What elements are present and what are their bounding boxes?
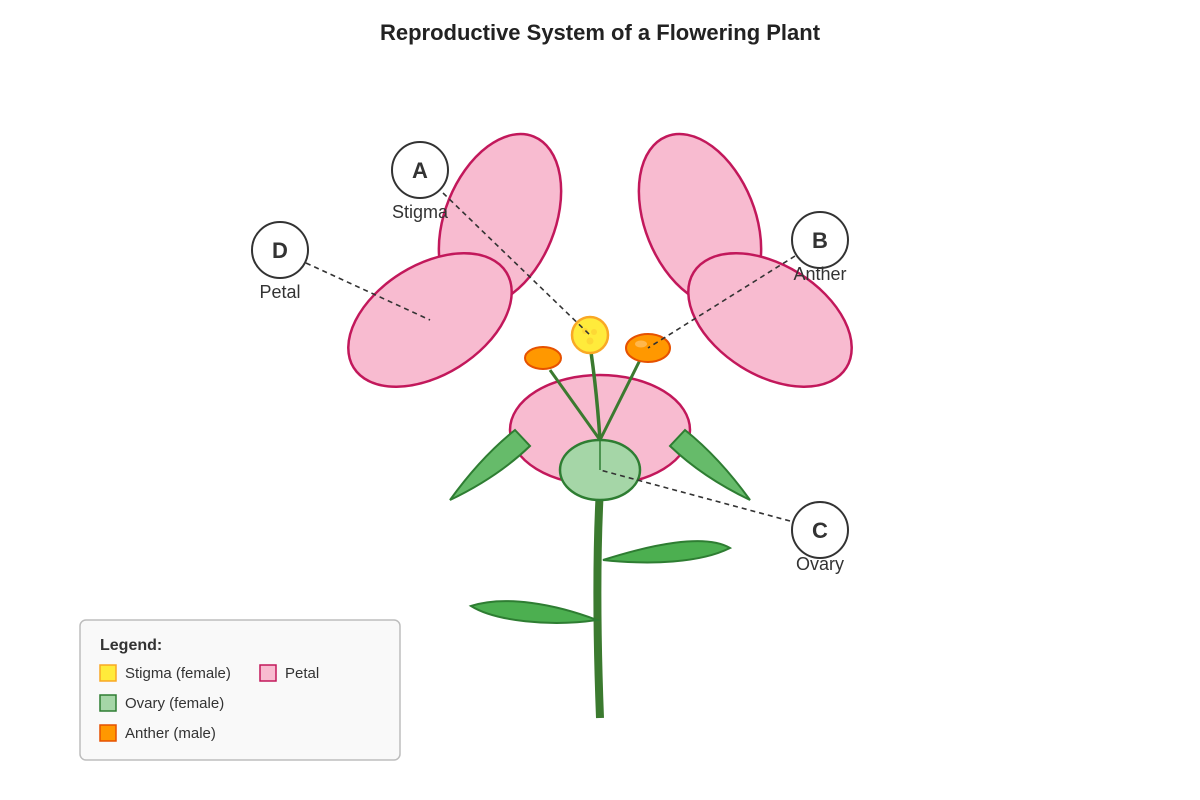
stem	[593, 487, 604, 719]
stigma-texture-dot	[586, 337, 594, 345]
filament-left	[548, 369, 602, 441]
sepal-right	[668, 428, 751, 501]
filament-right	[598, 359, 642, 441]
anther-left	[524, 346, 562, 370]
callout-c-circle	[791, 501, 849, 559]
stigma-texture-dot	[591, 329, 597, 335]
legend-label-stigma: Stigma (female)	[125, 665, 231, 682]
diagram-title: Reproductive System of a Flowering Plant	[380, 20, 821, 45]
stem-leaf-left	[468, 600, 601, 624]
callout-b-circle	[791, 211, 849, 269]
petal-right	[687, 252, 853, 388]
legend-item-stigma: Stigma (female)	[99, 664, 231, 682]
sepal-left	[449, 428, 532, 501]
legend-label-anther: Anther (male)	[125, 725, 216, 742]
callout-a: A Stigma	[391, 141, 449, 222]
callout-b-name: Anther	[793, 264, 846, 284]
callout-d-circle	[251, 221, 309, 279]
leader-line-b	[647, 255, 796, 349]
callout-a-letter: A	[412, 158, 428, 183]
callout-a-circle	[391, 141, 449, 199]
stigma	[570, 315, 610, 355]
legend-swatch-anther	[99, 724, 117, 742]
callout-c-letter: C	[812, 518, 828, 543]
legend-item-petal: Petal	[259, 664, 319, 682]
legend-title: Legend:	[100, 637, 162, 654]
anther-highlight	[635, 340, 647, 348]
legend-label-petal: Petal	[285, 665, 319, 682]
leader-line-c	[599, 469, 791, 522]
leader-line-a	[442, 192, 591, 336]
callout-d: D Petal	[251, 221, 309, 302]
leader-line-d	[305, 262, 431, 321]
legend-item-anther: Anther (male)	[99, 724, 216, 742]
legend-swatch-stigma	[99, 664, 117, 682]
legend-swatch-ovary	[99, 694, 117, 712]
callout-c: C Ovary	[791, 501, 849, 574]
legend-swatch-petal	[259, 664, 277, 682]
callout-b-letter: B	[812, 228, 828, 253]
callout-a-name: Stigma	[392, 202, 449, 222]
legend-label-ovary: Ovary (female)	[125, 695, 224, 712]
callout-c-name: Ovary	[796, 554, 844, 574]
callout-d-letter: D	[272, 238, 288, 263]
legend-box	[79, 619, 401, 761]
style	[589, 351, 602, 441]
legend: Legend: Stigma (female) Petal Ovary (fem…	[79, 619, 401, 761]
legend-item-ovary: Ovary (female)	[99, 694, 224, 712]
callout-d-name: Petal	[259, 282, 300, 302]
callout-b: B Anther	[791, 211, 849, 284]
stem-leaf-right	[602, 540, 733, 564]
